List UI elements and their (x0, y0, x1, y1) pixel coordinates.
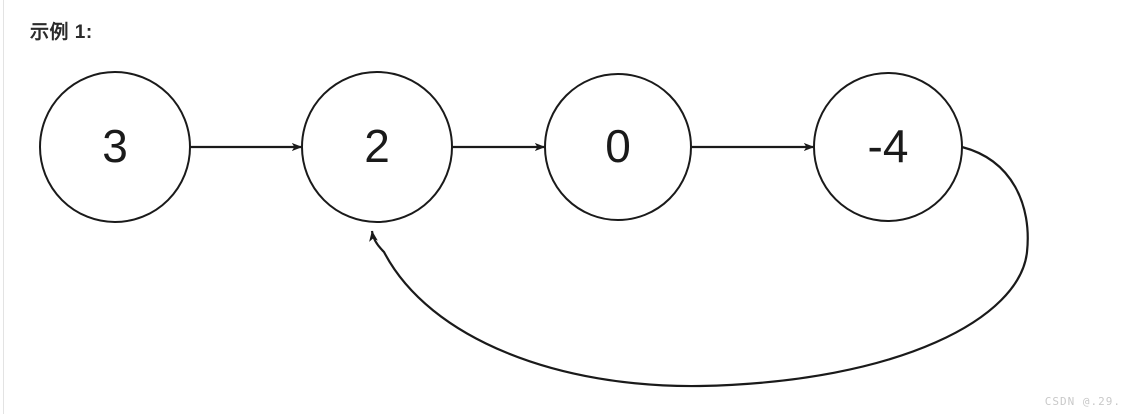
edge-cycle-n3-to-n1 (369, 145, 1029, 388)
node-label: 2 (364, 120, 390, 172)
node-circle (544, 73, 692, 221)
page-title: 示例 1: (30, 22, 93, 43)
node-minus-4: -4 (813, 72, 963, 222)
node-0: 0 (544, 73, 692, 221)
node-circle (39, 71, 191, 223)
node-2: 2 (301, 71, 453, 223)
node-label: -4 (868, 120, 909, 172)
node-label: 0 (605, 120, 631, 172)
node-circle (301, 71, 453, 223)
left-edge-rule (3, 0, 4, 414)
node-3: 3 (39, 71, 191, 223)
csdn-watermark: CSDN @.29. (1044, 395, 1121, 408)
node-label: 3 (102, 120, 128, 172)
node-circle (813, 72, 963, 222)
